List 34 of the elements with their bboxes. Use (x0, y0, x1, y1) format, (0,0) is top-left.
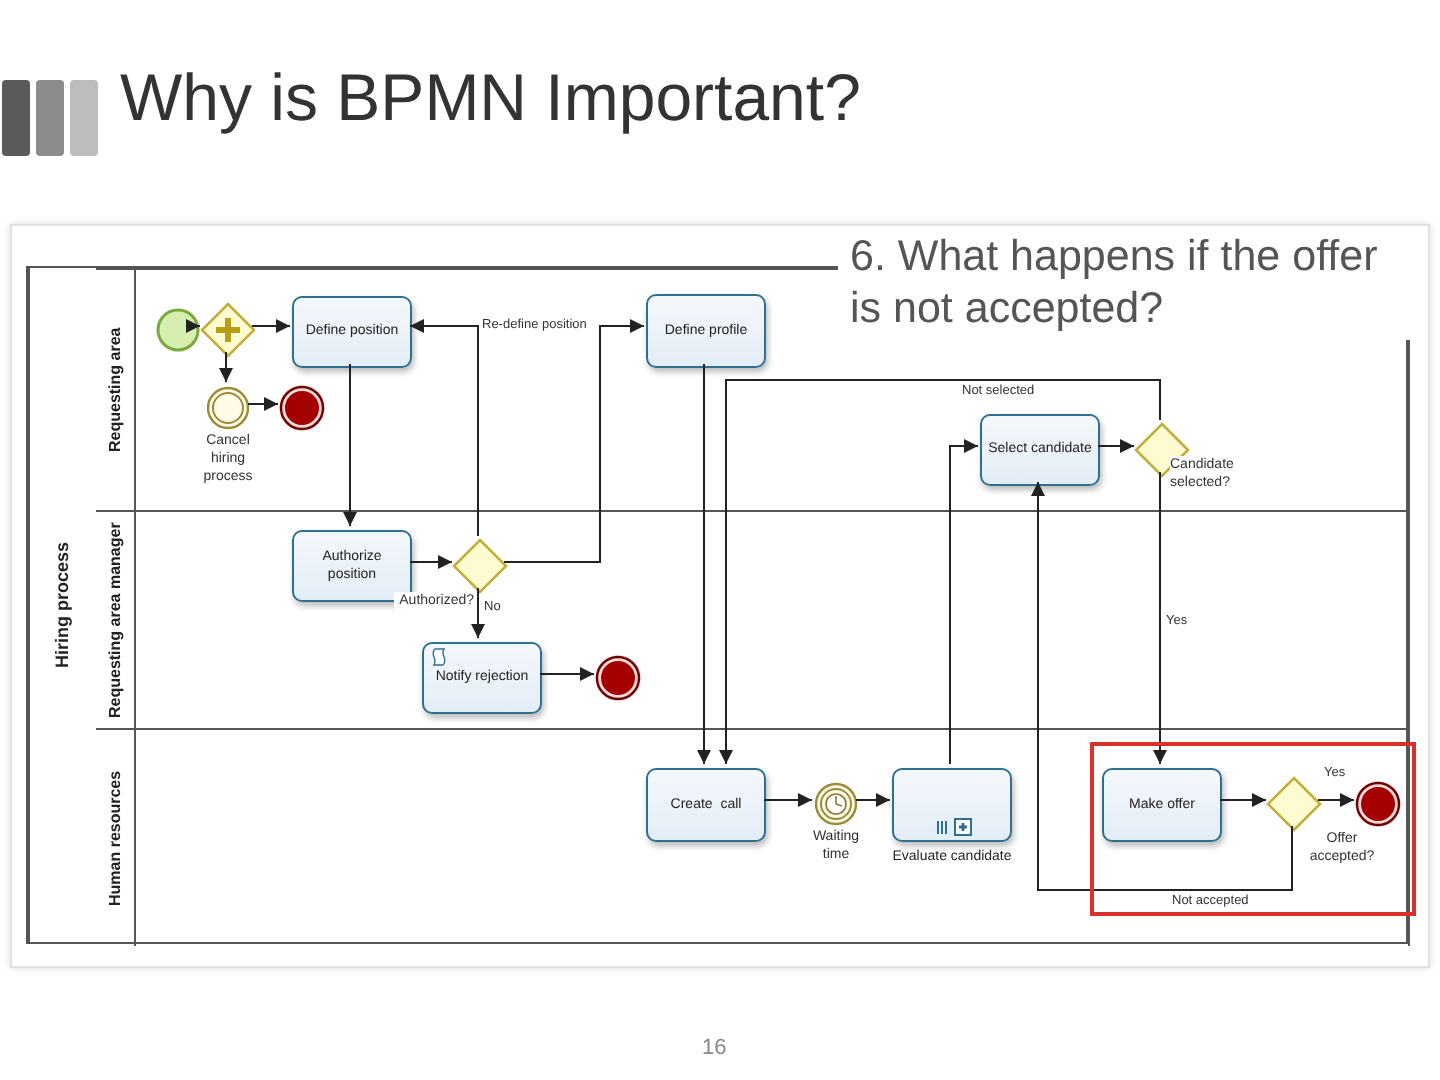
page-number: 16 (702, 1036, 727, 1060)
sequence-flow-arrow (697, 363, 711, 765)
task-box (292, 296, 412, 368)
sequence-flow-arrow (251, 319, 291, 333)
swimlane (96, 728, 1410, 946)
sequence-flow-arrow (1097, 439, 1135, 453)
sequence-flow-arrow (219, 351, 233, 383)
task-box (980, 414, 1100, 486)
sequence-flow-arrow (1317, 793, 1355, 807)
pool-label: Hiring process (28, 268, 94, 942)
sequence-flow-arrow (343, 363, 357, 527)
task-box (646, 768, 766, 842)
task-box (422, 642, 542, 714)
sequence-flow-arrow (1219, 793, 1267, 807)
lane-label: Human resources (96, 730, 136, 946)
task-box (1102, 768, 1222, 842)
sequence-flow-arrow (719, 379, 1161, 765)
sequence-flow-arrow (1031, 481, 1293, 891)
sequence-flow-arrow (539, 667, 595, 681)
swimlane (96, 510, 1410, 728)
sequence-flow-arrow (186, 319, 201, 333)
sequence-flow-arrow (855, 793, 891, 807)
sequence-flow-arrow (949, 439, 979, 765)
lane-label: Requesting area (96, 270, 136, 510)
sequence-flow-arrow (247, 397, 279, 411)
sequence-flow-arrow (1153, 471, 1167, 765)
sequence-flow-arrow (503, 319, 645, 563)
sequence-flow-arrow (471, 587, 485, 639)
sequence-flow-arrow (409, 555, 453, 569)
lane-label: Requesting area manager (96, 512, 136, 728)
sequence-flow-arrow (409, 319, 479, 537)
task-box (646, 294, 766, 368)
slide-title: Why is BPMN Important? (120, 60, 861, 136)
sequence-flow-arrow (763, 793, 813, 807)
